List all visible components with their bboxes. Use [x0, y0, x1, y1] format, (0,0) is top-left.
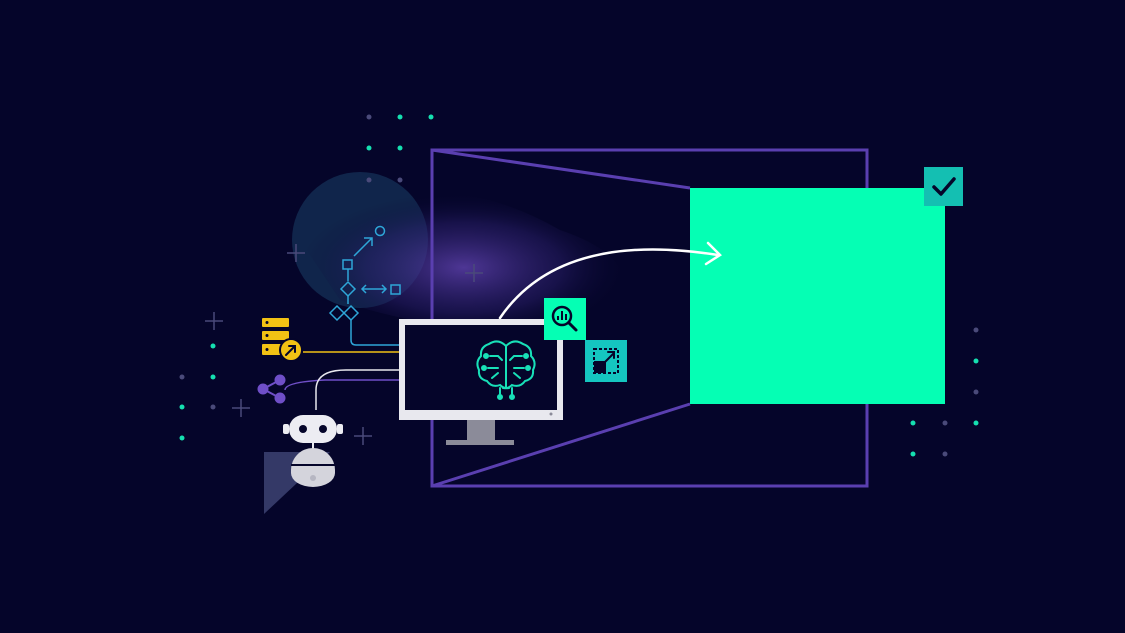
- brain-circuit-icon: [476, 340, 536, 400]
- monitor-icon: [399, 319, 563, 445]
- share-network-icon: [257, 374, 286, 404]
- search-chart-icon: [544, 298, 586, 340]
- checkmark-icon: [924, 167, 963, 206]
- arrow-icon: [498, 241, 722, 320]
- robot-icon: [264, 415, 343, 514]
- expand-icon: [585, 340, 627, 382]
- database-share-icon: [262, 318, 303, 362]
- result-panel: [690, 188, 945, 404]
- decorative-dots: [179, 114, 979, 457]
- decorative-plus-signs: [205, 244, 483, 445]
